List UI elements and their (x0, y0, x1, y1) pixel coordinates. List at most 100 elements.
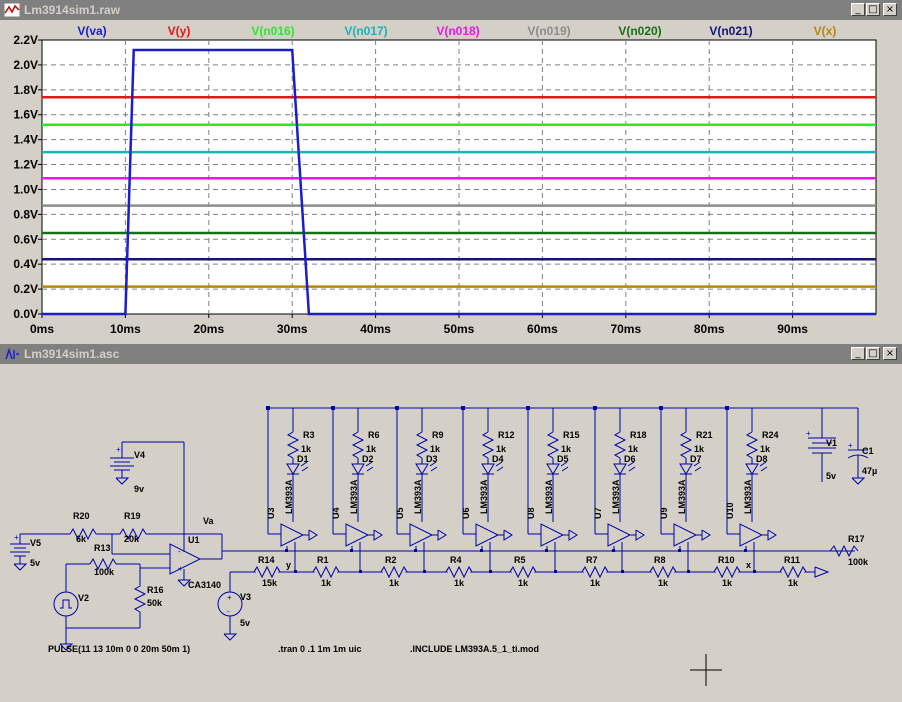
x-tick-label: 80ms (694, 322, 725, 336)
include-directive[interactable]: .INCLUDE LM393A.5_1_ti.mod (410, 644, 539, 654)
top-resistor-value: 1k (760, 444, 771, 454)
schematic-close-button[interactable]: × (883, 347, 897, 360)
legend-entry[interactable]: V(n020) (618, 24, 661, 38)
divider-resistor-value: 15k (262, 578, 278, 588)
schematic-titlebar[interactable]: Lm3914sim1.asc _ □ × (0, 344, 902, 364)
plot-legend: V(va) V(y) V(n016) V(n017) V(n018) V(n019) V(n… (77, 24, 836, 38)
y-tick-label: 1.2V (13, 158, 38, 172)
tran-directive[interactable]: .tran 0 .1 1m 1m uic (278, 644, 362, 654)
schematic-app-icon (5, 347, 19, 360)
comparator-model: LM393A (479, 479, 489, 514)
waveform-window-title: Lm3914sim1.raw (24, 3, 121, 17)
y-tick-label: 1.0V (13, 182, 38, 196)
r17-label: R17 (848, 534, 865, 544)
divider-resistor-label: R2 (385, 555, 397, 565)
svg-text:+: + (806, 429, 811, 438)
r20-label: R20 (73, 511, 90, 521)
schematic-maximize-button[interactable]: □ (866, 347, 880, 360)
legend-entry[interactable]: V(x) (814, 24, 837, 38)
schematic-minimize-button[interactable]: _ (851, 347, 865, 360)
y-tick-label: 0.6V (13, 232, 38, 246)
waveform-maximize-button[interactable]: □ (866, 3, 880, 16)
comparator-label: U3 (266, 507, 276, 519)
comparator-label: U5 (395, 507, 405, 519)
comparator-icon (345, 523, 370, 547)
comparator-label: U4 (331, 507, 341, 519)
svg-text:+: + (178, 564, 183, 573)
y-tick-label: 0.4V (13, 257, 38, 271)
y-tick-labels: 0.0V0.2V0.4V0.6V0.8V1.0V1.2V1.4V1.6V1.8V… (13, 33, 38, 321)
waveform-titlebar[interactable]: Lm3914sim1.raw _ □ × (0, 0, 902, 20)
v3-label: V3 (240, 592, 251, 602)
legend-entry[interactable]: V(n021) (709, 24, 752, 38)
x-tick-label: 40ms (360, 322, 391, 336)
y-tick-label: 2.0V (13, 58, 38, 72)
top-resistor-value: 1k (496, 444, 507, 454)
c1-label: C1 (862, 446, 874, 456)
r16-value: 50k (147, 598, 163, 608)
legend-entry[interactable]: V(n019) (527, 24, 570, 38)
led-icon (679, 463, 693, 475)
v4-label: V4 (134, 450, 145, 460)
legend-entry[interactable]: V(n017) (344, 24, 387, 38)
v4-value: 9v (134, 484, 144, 494)
x-tick-label: 30ms (277, 322, 308, 336)
led-icon (286, 463, 300, 475)
top-resistor-value: 1k (366, 444, 377, 454)
x-tick-label: 10ms (110, 322, 141, 336)
waveform-minimize-button[interactable]: _ (851, 3, 865, 16)
legend-entry[interactable]: V(va) (77, 24, 106, 38)
comparator-icon (673, 523, 698, 547)
led-label: D3 (426, 454, 438, 464)
series-line-vva[interactable] (42, 48, 876, 316)
legend-entry[interactable]: V(y) (168, 24, 191, 38)
waveform-plot[interactable]: 0.0V0.2V0.4V0.6V0.8V1.0V1.2V1.4V1.6V1.8V… (0, 20, 902, 342)
r16-label: R16 (147, 585, 164, 595)
led-label: D2 (362, 454, 374, 464)
x-tick-label: 90ms (777, 322, 808, 336)
svg-text:+: + (14, 533, 19, 542)
y-tick-label: 0.2V (13, 282, 38, 296)
v1-label: V1 (826, 438, 837, 448)
comparator-icon (607, 523, 632, 547)
x-tick-label: 70ms (610, 322, 641, 336)
divider-resistor-value: 1k (454, 578, 465, 588)
top-resistor-value: 1k (628, 444, 639, 454)
waveform-close-button[interactable]: × (883, 3, 897, 16)
top-resistor-value: 1k (694, 444, 705, 454)
pulse-directive[interactable]: PULSE(11 13 10m 0 0 20m 50m 1) (48, 644, 190, 654)
y-node-label: y (286, 560, 291, 570)
x-tick-label: 20ms (193, 322, 224, 336)
comparator-model: LM393A (677, 479, 687, 514)
y-tick-label: 0.8V (13, 207, 38, 221)
y-tick-label: 1.8V (13, 83, 38, 97)
v2-label: V2 (78, 593, 89, 603)
led-label: D1 (297, 454, 309, 464)
comparator-model: LM393A (544, 479, 554, 514)
led-label: D5 (557, 454, 569, 464)
top-resistor-label: R6 (368, 430, 380, 440)
top-resistor-label: R9 (432, 430, 444, 440)
divider-resistor-label: R4 (450, 555, 462, 565)
legend-entry[interactable]: V(n016) (251, 24, 294, 38)
x-tick-label: 50ms (444, 322, 475, 336)
r19-label: R19 (124, 511, 141, 521)
x-node-label: x (746, 560, 751, 570)
divider-resistor-label: R11 (784, 555, 800, 565)
led-label: D4 (492, 454, 504, 464)
legend-entry[interactable]: V(n018) (436, 24, 479, 38)
divider-resistor-label: R8 (654, 555, 666, 565)
divider-resistor-label: R14 (258, 555, 275, 565)
divider-resistor-value: 1k (389, 578, 400, 588)
plot-grid (38, 39, 876, 318)
led-icon (546, 463, 560, 475)
comparator-model: LM393A (413, 479, 423, 514)
top-resistor-value: 1k (301, 444, 312, 454)
